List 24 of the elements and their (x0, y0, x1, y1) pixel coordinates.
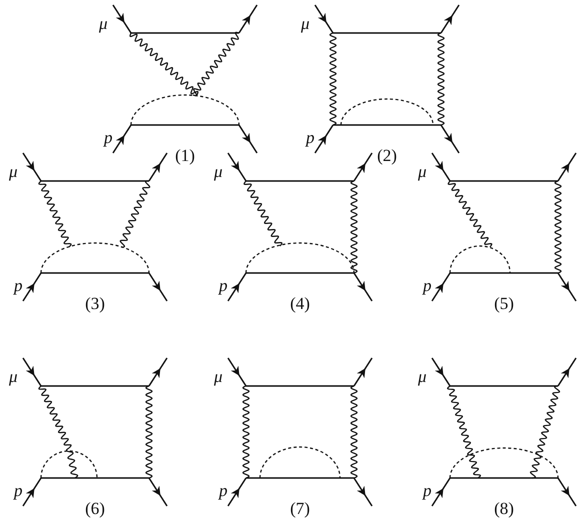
particle-label: p (14, 482, 22, 500)
particle-label: p (219, 277, 228, 295)
particle-label: μ (214, 163, 223, 181)
particle-label: p (306, 129, 314, 147)
particle-label: p (423, 482, 432, 500)
particle-label: p (219, 482, 228, 500)
particle-label: μ (9, 368, 18, 386)
diagram-number: (7) (290, 500, 310, 518)
particle-label: p (423, 277, 432, 295)
diagram-number: (5) (494, 295, 514, 313)
particle-label: p (14, 277, 22, 295)
particle-label: μ (301, 15, 310, 33)
particle-label: μ (9, 163, 18, 181)
diagram-number: (1) (175, 147, 195, 165)
particle-label: μ (418, 368, 427, 386)
particle-label: p (104, 129, 112, 147)
diagram-number: (8) (494, 500, 514, 518)
diagram-number: (6) (85, 500, 105, 518)
diagram-number: (4) (290, 295, 310, 313)
diagram-number: (2) (377, 147, 397, 165)
particle-label: μ (214, 368, 223, 386)
particle-label: μ (99, 15, 108, 33)
particle-label: μ (418, 163, 427, 181)
diagram-number: (3) (85, 295, 105, 313)
